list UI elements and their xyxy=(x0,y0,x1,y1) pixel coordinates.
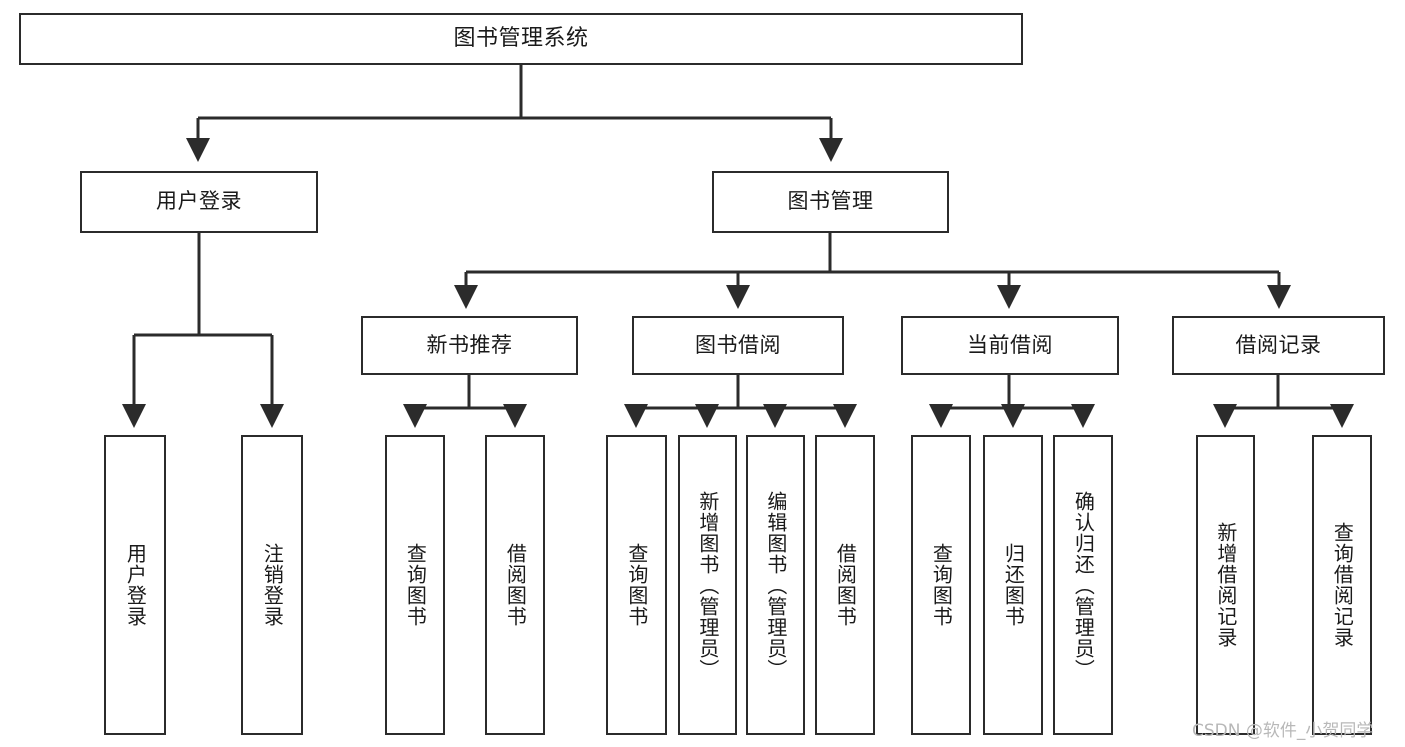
node-new-book-recommend-label: 新书推荐 xyxy=(426,332,513,357)
node-book-borrow[interactable]: 图书借阅 xyxy=(632,316,844,375)
node-new-book-recommend[interactable]: 新书推荐 xyxy=(361,316,578,375)
leaf-edit-book-admin[interactable]: 编辑图书（管理员） xyxy=(746,435,805,735)
leaf-logout-label: 注销登录 xyxy=(260,543,285,627)
leaf-query-book-recommend-label: 查询图书 xyxy=(403,543,428,627)
leaf-edit-book-admin-label: 编辑图书（管理员） xyxy=(763,490,788,680)
leaf-query-borrow-record-label: 查询借阅记录 xyxy=(1330,522,1355,648)
leaf-add-book-admin[interactable]: 新增图书（管理员） xyxy=(678,435,737,735)
leaf-query-book-borrow[interactable]: 查询图书 xyxy=(606,435,667,735)
node-book-management-label: 图书管理 xyxy=(787,189,874,214)
leaf-add-book-admin-label: 新增图书（管理员） xyxy=(695,490,720,680)
leaf-add-borrow-record-label: 新增借阅记录 xyxy=(1213,522,1238,648)
leaf-confirm-return-admin[interactable]: 确认归还（管理员） xyxy=(1053,435,1113,735)
leaf-user-login-label: 用户登录 xyxy=(123,543,148,627)
leaf-query-book-current[interactable]: 查询图书 xyxy=(911,435,971,735)
leaf-query-book-current-label: 查询图书 xyxy=(929,543,954,627)
leaf-borrow-book-recommend[interactable]: 借阅图书 xyxy=(485,435,545,735)
node-borrow-record[interactable]: 借阅记录 xyxy=(1172,316,1385,375)
leaf-query-borrow-record[interactable]: 查询借阅记录 xyxy=(1312,435,1372,735)
leaf-query-book-recommend[interactable]: 查询图书 xyxy=(385,435,445,735)
leaf-return-book-label: 归还图书 xyxy=(1001,543,1026,627)
node-current-borrow-label: 当前借阅 xyxy=(967,332,1053,357)
node-current-borrow[interactable]: 当前借阅 xyxy=(901,316,1119,375)
node-book-borrow-label: 图书借阅 xyxy=(695,332,781,357)
leaf-borrow-book[interactable]: 借阅图书 xyxy=(815,435,875,735)
csdn-watermark: CSDN @软件_小贺同学 xyxy=(1192,721,1374,741)
node-root-label: 图书管理系统 xyxy=(453,25,589,51)
node-root[interactable]: 图书管理系统 xyxy=(19,13,1023,65)
node-book-management[interactable]: 图书管理 xyxy=(712,171,949,233)
leaf-borrow-book-recommend-label: 借阅图书 xyxy=(503,543,528,627)
leaf-return-book[interactable]: 归还图书 xyxy=(983,435,1043,735)
leaf-user-login[interactable]: 用户登录 xyxy=(104,435,166,735)
node-user-login[interactable]: 用户登录 xyxy=(80,171,318,233)
node-user-login-label: 用户登录 xyxy=(156,189,242,214)
leaf-borrow-book-label: 借阅图书 xyxy=(833,543,858,627)
leaf-logout[interactable]: 注销登录 xyxy=(241,435,303,735)
leaf-add-borrow-record[interactable]: 新增借阅记录 xyxy=(1196,435,1255,735)
leaf-confirm-return-admin-label: 确认归还（管理员） xyxy=(1071,490,1096,680)
node-borrow-record-label: 借阅记录 xyxy=(1235,332,1322,357)
leaf-query-book-borrow-label: 查询图书 xyxy=(624,543,649,627)
